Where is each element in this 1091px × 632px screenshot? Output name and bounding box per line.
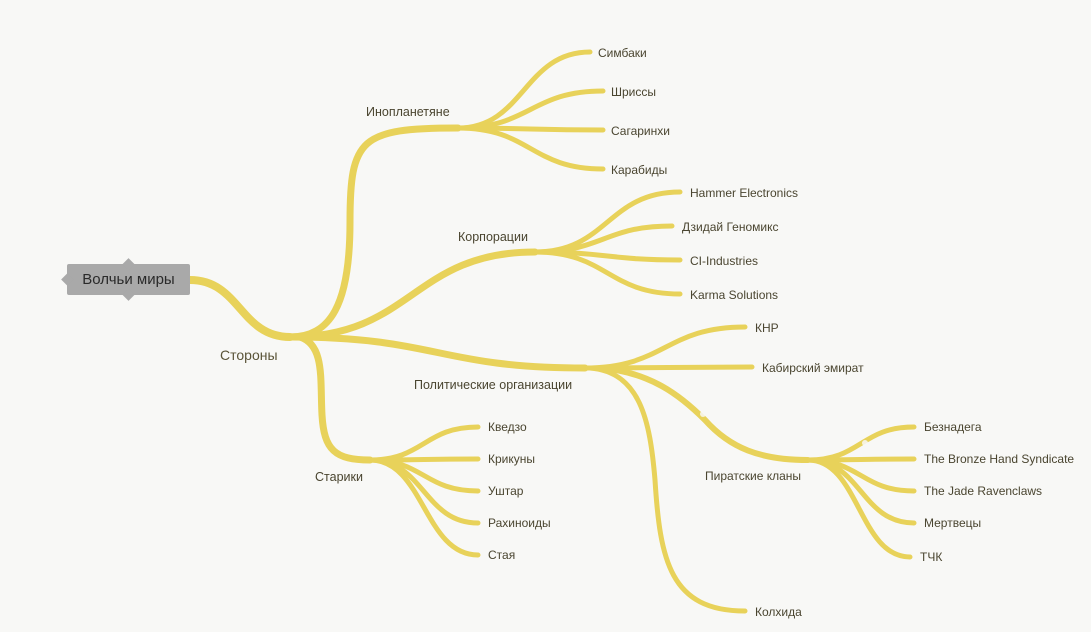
collapse-dot-pirates[interactable] — [700, 411, 706, 417]
collapse-dot-pirates-leaves[interactable] — [862, 440, 868, 446]
edge-pirates-0 — [805, 424, 917, 463]
edge-aliens-3 — [455, 125, 606, 172]
node-elders[interactable]: Старики — [315, 470, 363, 484]
edge-politics-pirates — [597, 365, 811, 463]
leaf-politics-knr[interactable]: КНР — [755, 321, 779, 335]
leaf-corps-0[interactable]: Hammer Electronics — [690, 186, 799, 200]
leaf-pirates-1[interactable]: The Bronze Hand Syndicate — [924, 452, 1075, 466]
edge-sides-politics — [286, 333, 589, 372]
leaf-pirates-4[interactable]: ТЧК — [920, 550, 943, 564]
node-corporations[interactable]: Корпорации — [458, 230, 528, 244]
leaf-aliens-0[interactable]: Симбаки — [598, 46, 647, 60]
node-sides[interactable]: Стороны — [220, 347, 278, 363]
leaf-aliens-2[interactable]: Сагаринхи — [611, 124, 670, 138]
edge-aliens-0 — [455, 49, 593, 131]
root-node[interactable]: Волчьи миры — [61, 258, 190, 301]
leaf-corps-1[interactable]: Дзидай Геномикс — [682, 220, 779, 234]
leaf-pirates-2[interactable]: The Jade Ravenclaws — [924, 484, 1043, 498]
leaf-aliens-1[interactable]: Шриссы — [611, 85, 656, 99]
root-label: Волчьи миры — [82, 271, 175, 288]
edge-pirates-4 — [805, 457, 913, 560]
leaf-politics-kolkhida[interactable]: Колхида — [755, 605, 802, 619]
leaf-pirates-3[interactable]: Мертвецы — [924, 516, 982, 530]
edge-root-sides — [186, 276, 294, 341]
edge-elders-0 — [367, 424, 481, 463]
leaf-corps-2[interactable]: CI-Industries — [690, 254, 759, 268]
leaf-pirates-0[interactable]: Безнадега — [924, 420, 982, 434]
leaf-corps-3[interactable]: Karma Solutions — [690, 288, 779, 302]
collapse-dot-aliens[interactable] — [364, 231, 370, 237]
edge-sides-elders — [296, 333, 374, 464]
edge-sides-aliens — [286, 124, 462, 341]
leaf-aliens-3[interactable]: Карабиды — [611, 163, 668, 177]
leaf-elders-2[interactable]: Уштар — [488, 484, 524, 498]
edge-politics-knr — [582, 324, 748, 371]
edge-politics-kolkhida — [587, 365, 748, 614]
leaf-elders-4[interactable]: Стая — [488, 548, 516, 562]
node-aliens[interactable]: Инопланетяне — [366, 105, 450, 119]
edge-sides-corps — [286, 248, 539, 341]
node-pirate-clans[interactable]: Пиратские кланы — [705, 469, 802, 483]
node-political-orgs[interactable]: Политические организации — [414, 378, 573, 392]
leaf-elders-1[interactable]: Крикуны — [488, 452, 536, 466]
edge-corps-3 — [532, 249, 683, 297]
leaf-elders-3[interactable]: Рахиноиды — [488, 516, 551, 530]
leaf-elders-0[interactable]: Кведзо — [488, 420, 527, 434]
edge-elders-4 — [367, 457, 481, 558]
edge-corps-0 — [532, 189, 683, 255]
leaf-politics-kabir[interactable]: Кабирский эмират — [762, 361, 864, 375]
